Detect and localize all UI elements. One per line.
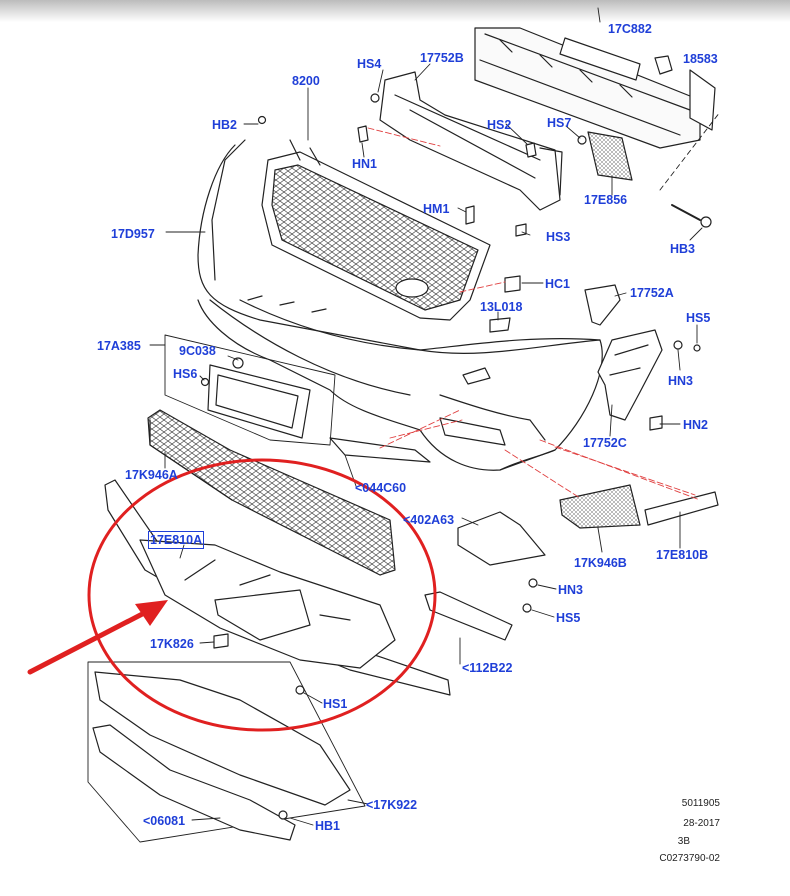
label-06081: <06081 <box>143 814 186 828</box>
label-13l018: 13L018 <box>480 300 523 314</box>
label-9c038: 9C038 <box>179 344 216 358</box>
part-17c882-beam <box>474 27 716 149</box>
label-17752c: 17752C <box>583 436 627 450</box>
part-13l018-cap <box>489 317 511 333</box>
part-8200-grille <box>261 139 491 321</box>
label-402a63: <402A63 <box>403 513 455 527</box>
leader-lines <box>149 7 703 826</box>
label-17c882: 17C882 <box>608 22 652 36</box>
part-17k946b-bezel <box>559 484 641 529</box>
label-hs4: HS4 <box>357 57 382 71</box>
scan-top-shadow <box>0 0 790 22</box>
label-hn1: HN1 <box>352 157 378 171</box>
label-hb3: HB3 <box>670 242 696 256</box>
highlight-arrow-shaft <box>27 607 153 675</box>
label-hb1: HB1 <box>315 819 341 833</box>
label-hs5-upper: HS5 <box>686 311 711 325</box>
label-hn2: HN2 <box>683 418 709 432</box>
label-044c60: <044C60 <box>355 481 407 495</box>
label-17k946a: 17K946A <box>125 468 178 482</box>
part-044c60-strip <box>329 437 431 463</box>
part-17752a-bracket <box>584 284 621 326</box>
label-hs3: HS3 <box>546 230 571 244</box>
part-402a63-deflector <box>457 511 546 566</box>
highlight-circle <box>87 458 437 732</box>
footer-drawing-code: C0273790-02 <box>659 853 720 864</box>
label-hs1: HS1 <box>323 697 348 711</box>
fasteners <box>200 93 701 649</box>
label-17k922: <17K922 <box>366 798 418 812</box>
label-hs7: HS7 <box>547 116 572 130</box>
part-17a385-plate-bracket <box>164 334 336 446</box>
label-17752a: 17752A <box>630 286 674 300</box>
footer-ref-number: 5011905 <box>681 798 720 809</box>
label-17a385: 17A385 <box>97 339 141 353</box>
part-17752c-bracket <box>597 329 663 421</box>
part-17d957-bumper-cover <box>197 139 603 471</box>
label-hs2: HS2 <box>487 118 512 132</box>
highlight-arrow-head <box>135 600 168 626</box>
label-17d957: 17D957 <box>111 227 155 241</box>
label-8200: 8200 <box>292 74 320 88</box>
label-112b22: <112B22 <box>462 661 513 675</box>
part-18583-clip <box>654 55 673 75</box>
label-hc1: HC1 <box>545 277 571 291</box>
footer-date: 28-2017 <box>683 818 720 829</box>
part-17k946a-lower-grille <box>147 409 396 576</box>
part-17e810b-trim <box>644 491 719 526</box>
part-hb3-bolt <box>671 204 701 221</box>
part-hb3-head <box>700 216 712 228</box>
label-17k946b: 17K946B <box>574 556 627 570</box>
footer-revision: 3B <box>677 836 690 847</box>
label-18583: 18583 <box>683 52 718 66</box>
label-hs5-lower: HS5 <box>556 611 581 625</box>
label-hn3-upper: HN3 <box>668 374 694 388</box>
part-17k922-inset <box>87 661 366 843</box>
part-17752b-bracket <box>379 71 563 211</box>
label-hb2: HB2 <box>212 118 238 132</box>
part-17k826-undertray <box>139 539 396 695</box>
label-17k826: 17K826 <box>150 637 194 651</box>
label-17e810a: 17E810A <box>147 531 205 549</box>
label-17e810b: 17E810B <box>656 548 709 562</box>
label-hn3-lower: HN3 <box>558 583 584 597</box>
label-hm1: HM1 <box>423 202 450 216</box>
label-hs6: HS6 <box>173 367 198 381</box>
part-112b22-trim <box>424 591 513 641</box>
label-17752b: 17752B <box>420 51 464 65</box>
label-17e856: 17E856 <box>584 193 628 207</box>
part-17e856-block <box>587 131 633 181</box>
dashed-guides <box>367 127 701 501</box>
